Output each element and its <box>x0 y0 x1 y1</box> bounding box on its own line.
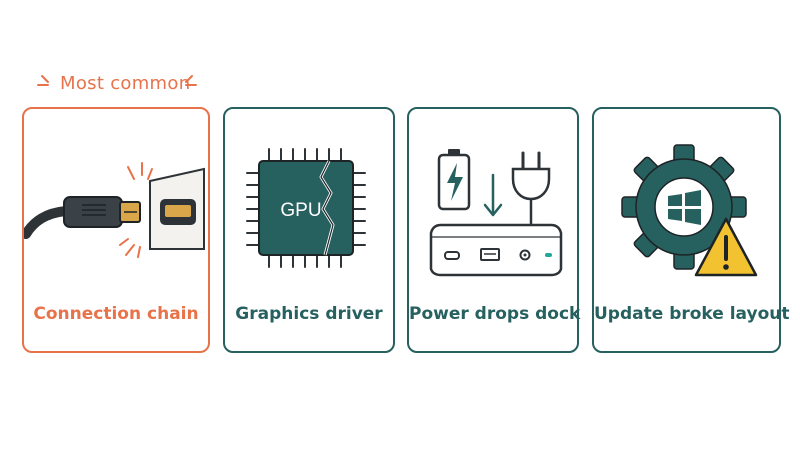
warning-icon <box>694 217 758 277</box>
gpu-chip-icon <box>246 148 366 268</box>
badge-text: Most common <box>60 73 191 94</box>
card-connection-chain: Connection chain <box>22 107 210 353</box>
card-power-drops-dock: Power drops dock <box>407 107 581 353</box>
power-plug-icon <box>511 151 551 225</box>
card-label: Connection chain <box>33 304 199 324</box>
down-arrow-icon <box>483 173 503 217</box>
dock-art <box>429 149 563 277</box>
gpu-art: GPU <box>246 148 366 268</box>
card-update-broke-layout: Update broke layout <box>592 107 790 353</box>
hdmi-cable-icon <box>24 196 141 239</box>
dock-icon <box>429 223 563 277</box>
badge-accent-marks-icon <box>37 75 197 86</box>
card-label: Power drops dock <box>409 304 581 324</box>
connection-art <box>24 162 205 258</box>
update-art <box>621 144 758 277</box>
card-graphics-driver: GPU Graphics driver <box>223 107 395 353</box>
card-label: Graphics driver <box>235 304 383 324</box>
gpu-label: GPU <box>280 200 321 221</box>
card-label: Update broke layout <box>594 304 790 324</box>
hdmi-port-icon <box>149 167 205 250</box>
spark-lines-icon <box>119 162 153 258</box>
most-common-badge: Most common <box>34 70 204 100</box>
windows-logo-icon <box>668 190 701 225</box>
battery-charging-icon <box>437 149 471 211</box>
